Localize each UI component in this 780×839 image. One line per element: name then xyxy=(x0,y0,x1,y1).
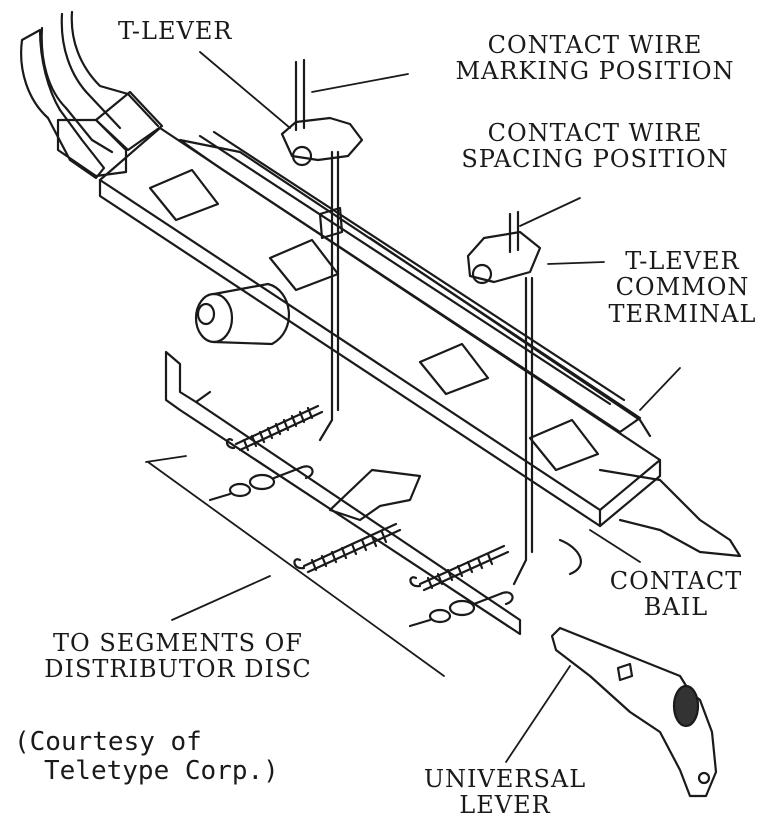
label-contact-wire-spacing-line2: SPACING POSITION xyxy=(461,145,729,174)
label-contact-wire-spacing-line1: CONTACT WIRE xyxy=(487,119,703,147)
t-lever-spacing xyxy=(466,210,542,586)
wire-leads xyxy=(208,465,514,628)
label-contact-bail-line1: CONTACT xyxy=(609,567,743,595)
label-t-lever-common-line3: TERMINAL xyxy=(608,299,757,328)
label-courtesy-line2: Teletype Corp.) xyxy=(44,755,279,786)
label-universal-lever-line2: LEVER xyxy=(459,791,551,820)
contact-bail-bar xyxy=(558,468,742,576)
lower-plate xyxy=(164,350,522,636)
label-t-lever-common-line2: COMMON xyxy=(615,273,750,302)
label-t-lever-top: T-LEVER xyxy=(118,17,233,45)
label-contact-wire-marking-line2: MARKING POSITION xyxy=(455,57,735,86)
label-universal-lever: UNIVERSAL LEVER xyxy=(400,766,610,819)
label-t-lever-common-terminal: T-LEVER COMMON TERMINAL xyxy=(590,247,775,328)
label-contact-wire-marking-line1: CONTACT WIRE xyxy=(487,31,703,59)
cylinder xyxy=(194,282,290,346)
label-courtesy-line1: (Courtesy of xyxy=(14,727,202,757)
label-segments-line2: DISTRIBUTOR DISC xyxy=(44,655,312,684)
t-lever-marking xyxy=(280,58,364,442)
springs xyxy=(225,404,510,592)
leader-lines xyxy=(145,51,681,763)
contact-levers xyxy=(20,10,164,180)
label-contact-wire-spacing: CONTACT WIRE SPACING POSITION xyxy=(420,120,770,173)
main-plate xyxy=(98,126,662,528)
label-contact-bail-line2: BAIL xyxy=(643,593,709,622)
label-segments: TO SEGMENTS OF DISTRIBUTOR DISC xyxy=(8,630,348,683)
label-courtesy: (Courtesy of Teletype Corp.) xyxy=(14,728,279,785)
label-contact-wire-marking: CONTACT WIRE MARKING POSITION xyxy=(420,32,770,85)
label-segments-line1: TO SEGMENTS OF xyxy=(53,629,303,657)
label-t-lever-common-line1: T-LEVER xyxy=(625,247,740,275)
middle-bracket xyxy=(328,468,422,522)
upper-rail xyxy=(178,130,652,438)
universal-lever-part xyxy=(550,626,718,798)
label-universal-lever-line1: UNIVERSAL xyxy=(423,765,587,793)
label-contact-bail: CONTACT BAIL xyxy=(586,568,766,621)
